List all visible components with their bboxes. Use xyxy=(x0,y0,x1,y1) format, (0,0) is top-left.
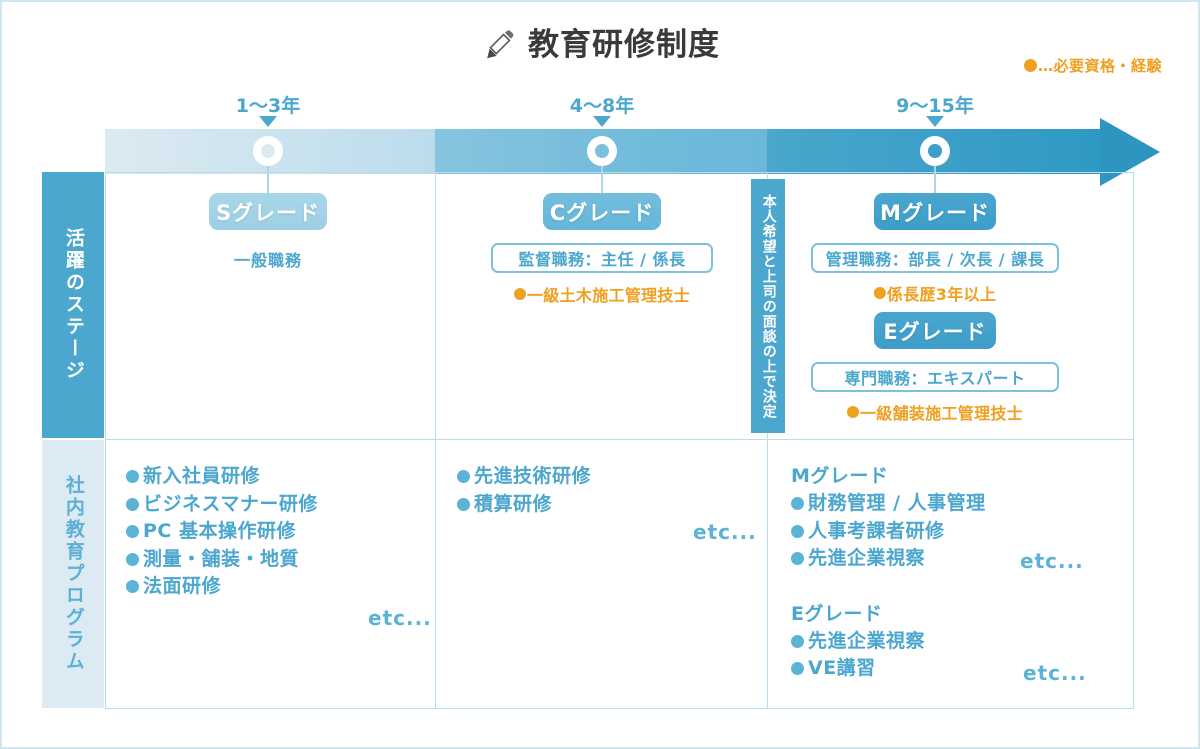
grade-badge-e: Eグレード xyxy=(874,312,996,349)
decision-note-bar: 本人希望と上司の面談の上で決定 xyxy=(751,179,785,433)
decision-note-label: 本人希望と上司の面談の上で決定 xyxy=(760,193,777,419)
list-item-label: 先進企業視察 xyxy=(808,547,926,570)
page-title: 教育研修制度 xyxy=(2,28,1200,62)
bullet-dot-icon xyxy=(126,497,139,511)
etc-label-col3-m: etc... xyxy=(1020,549,1084,573)
list-item-label: 積算研修 xyxy=(474,492,553,515)
pen-icon xyxy=(484,28,518,62)
grid-line-v3 xyxy=(1133,172,1134,709)
connector-stem-1 xyxy=(267,166,269,194)
list-item-label: 先進技術研修 xyxy=(474,465,592,487)
year-label-3: 9〜15年 xyxy=(896,95,974,117)
bullet-dot-icon xyxy=(457,470,470,484)
requirement-m: 係長歴3年以上 xyxy=(873,281,997,305)
list-item: 積算研修 xyxy=(457,491,591,519)
bullet-dot-icon xyxy=(791,662,804,676)
list-item-label: VE講習 xyxy=(808,657,876,680)
grid-line-top xyxy=(105,172,1133,173)
grade-badge-c: Cグレード xyxy=(543,193,661,230)
list-item-label: 法面研修 xyxy=(143,575,222,598)
program-list-col3: Mグレード 財務管理 / 人事管理 人事考課者研修 先進企業視察 Eグレード 先… xyxy=(791,461,986,683)
grid-line-middle xyxy=(105,439,1133,440)
year-label-1: 1〜3年 xyxy=(235,95,301,117)
bullet-dot-icon xyxy=(791,552,804,566)
role-box-e: 専門職務：エキスパート xyxy=(811,362,1059,392)
list-item: ビジネスマナー研修 xyxy=(126,491,318,519)
timeline-marker-1 xyxy=(253,136,283,166)
list-item: PC 基本操作研修 xyxy=(126,518,318,546)
list-item: 測量・舗装・地質 xyxy=(126,546,318,574)
requirement-dot-icon xyxy=(846,406,859,418)
timeline-marker-3 xyxy=(920,136,950,166)
list-item-label: 測量・舗装・地質 xyxy=(143,547,300,570)
list-item: 先進企業視察 xyxy=(791,628,986,656)
bullet-dot-icon xyxy=(791,634,804,648)
legend-label: …必要資格・経験 xyxy=(1037,57,1162,75)
requirement-e: 一級舗装施工管理技士 xyxy=(846,400,1024,424)
timeline-marker-2 xyxy=(587,136,617,166)
row-header-program: 社内教育プログラム xyxy=(42,440,104,708)
legend-dot-icon xyxy=(1023,59,1037,72)
year-caret-2-icon xyxy=(593,116,611,127)
list-item-label: ビジネスマナー研修 xyxy=(143,492,318,515)
bullet-dot-icon xyxy=(126,525,139,539)
bullet-dot-icon xyxy=(457,497,470,511)
grid-line-v1 xyxy=(435,172,436,709)
program-list-col2: 先進技術研修 積算研修 xyxy=(457,463,591,518)
etc-label-col2: etc... xyxy=(693,520,757,544)
list-item-label: 財務管理 / 人事管理 xyxy=(808,492,986,514)
list-item: 新入社員研修 xyxy=(126,463,318,491)
etc-label-col3-e: etc... xyxy=(1023,661,1087,685)
connector-stem-3 xyxy=(934,166,936,194)
program-group-title-m: Mグレード xyxy=(791,465,889,487)
program-group-title-e: Eグレード xyxy=(791,602,883,625)
list-item-label: 人事考課者研修 xyxy=(808,519,945,542)
timeline-arrow-icon xyxy=(1100,118,1160,186)
grade-badge-s: Sグレード xyxy=(209,193,327,230)
list-item-label: 新入社員研修 xyxy=(143,465,261,487)
role-box-c: 監督職務：主任 / 係長 xyxy=(491,243,713,273)
year-caret-3-icon xyxy=(926,116,944,127)
list-item: 先進企業視察 xyxy=(791,545,986,573)
row-header-program-label: 社内教育プログラム xyxy=(62,475,85,673)
row-header-stage: 活躍のステージ xyxy=(42,172,104,438)
year-caret-1-icon xyxy=(259,116,277,127)
bullet-dot-icon xyxy=(791,524,804,538)
list-item: VE講習 xyxy=(791,655,986,683)
list-item: 人事考課者研修 xyxy=(791,518,986,546)
grid-line-v0 xyxy=(105,172,106,709)
bullet-dot-icon xyxy=(126,552,139,566)
list-item-label: 先進企業視察 xyxy=(808,629,926,652)
program-list-col1: 新入社員研修 ビジネスマナー研修 PC 基本操作研修 測量・舗装・地質 法面研修 xyxy=(126,463,318,601)
list-item-label: PC 基本操作研修 xyxy=(143,520,296,543)
list-item: 先進技術研修 xyxy=(457,463,591,491)
title-text: 教育研修制度 xyxy=(528,26,720,63)
list-item: 法面研修 xyxy=(126,573,318,601)
requirement-dot-icon xyxy=(513,288,526,300)
grid-line-bottom xyxy=(105,708,1133,709)
year-label-2: 4〜8年 xyxy=(569,95,635,117)
requirement-c-label: 一級土木施工管理技士 xyxy=(526,286,691,305)
requirement-m-label: 係長歴3年以上 xyxy=(886,285,997,304)
row-header-stage-label: 活躍のステージ xyxy=(62,228,85,382)
connector-stem-2 xyxy=(601,166,603,194)
bullet-dot-icon xyxy=(126,470,139,484)
bullet-dot-icon xyxy=(791,497,804,511)
grid-line-v2 xyxy=(767,172,768,709)
etc-label-col1: etc... xyxy=(368,606,432,630)
bullet-dot-icon xyxy=(126,580,139,594)
role-label-s: 一般職務 xyxy=(233,251,303,270)
requirement-e-label: 一級舗装施工管理技士 xyxy=(859,404,1024,423)
requirement-dot-icon xyxy=(873,287,886,299)
legend: …必要資格・経験 xyxy=(1023,55,1162,76)
grade-badge-m: Mグレード xyxy=(874,193,996,230)
requirement-c: 一級土木施工管理技士 xyxy=(513,282,691,306)
role-box-m: 管理職務：部長 / 次長 / 課長 xyxy=(811,243,1059,273)
list-item: 財務管理 / 人事管理 xyxy=(791,490,986,518)
